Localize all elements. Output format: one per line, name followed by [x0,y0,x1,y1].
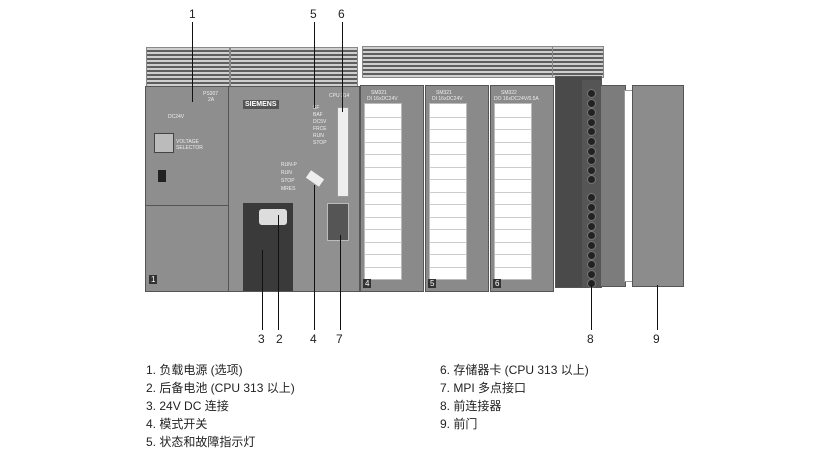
callout-8: 8 [587,332,594,346]
ps-rating: 2A [208,97,215,103]
callout-4: 4 [310,332,317,346]
memory-card [337,107,349,197]
sm-vents [362,46,554,78]
slot-number-1: 1 [149,275,158,284]
terminal-block [582,80,602,289]
terminal-screw [587,193,596,202]
terminal-screw [587,165,596,175]
callout-3: 3 [258,332,265,346]
slot-number-4: 4 [363,279,372,288]
terminal-screw [587,260,596,270]
ps-vent [146,47,230,89]
voltage-selector-switch [154,133,174,153]
mpi-port [327,203,349,241]
ps-voltage-label: VOLTAGE SELECTOR [176,139,203,151]
legend-item-2: 2. 后备电池 (CPU 313 以上) [146,381,295,395]
callout-6: 6 [338,7,345,21]
terminal-screw [587,137,596,146]
terminal-screw [587,89,596,98]
siemens-logo: SIEMENS [243,100,279,109]
terminal-screw [587,221,596,231]
legend-item-5: 5. 状态和故障指示灯 [146,435,256,449]
legend-item-3: 3. 24V DC 连接 [146,399,229,413]
slot-number-5: 5 [428,279,437,288]
power-supply-module: PS307 2A DC24V VOLTAGE SELECTOR 1 [145,86,230,292]
connector-label-strip [600,85,626,287]
front-door [632,85,684,287]
ps-model: PS307 [203,91,219,97]
terminal-screw [587,146,596,156]
legend-item-1: 1. 负载电源 (选项) [146,363,243,377]
terminal-screw [587,98,596,108]
terminal-screw [587,212,596,222]
terminal-screw [587,241,596,250]
terminal-screw [587,156,596,166]
terminal-screw [587,175,596,185]
power-switch [158,170,166,182]
terminal-screw [587,231,596,241]
legend-item-9: 9. 前门 [440,417,478,431]
cpu-model: CPU 314 [329,93,350,99]
callout-9: 9 [653,332,660,346]
callout-1: 1 [189,7,196,21]
terminal-screw [587,108,596,118]
cpu-vent [230,47,358,89]
battery [259,209,287,225]
legend-item-8: 8. 前连接器 [440,399,502,413]
legend-item-4: 4. 模式开关 [146,417,208,431]
terminal-screw [587,269,596,279]
terminal-screw [587,250,596,260]
slot-number-6: 6 [493,279,502,288]
legend-item-7: 7. MPI 多点接口 [440,381,527,395]
mode-switch-key [305,170,325,187]
terminal-screw [587,127,596,137]
callout-2: 2 [276,332,283,346]
terminal-screw [587,202,596,212]
terminal-screw [587,117,596,127]
legend-item-6: 6. 存储器卡 (CPU 313 以上) [440,363,589,377]
ps-dc: DC24V [168,114,185,120]
callout-5: 5 [310,7,317,21]
callout-7: 7 [336,332,343,346]
